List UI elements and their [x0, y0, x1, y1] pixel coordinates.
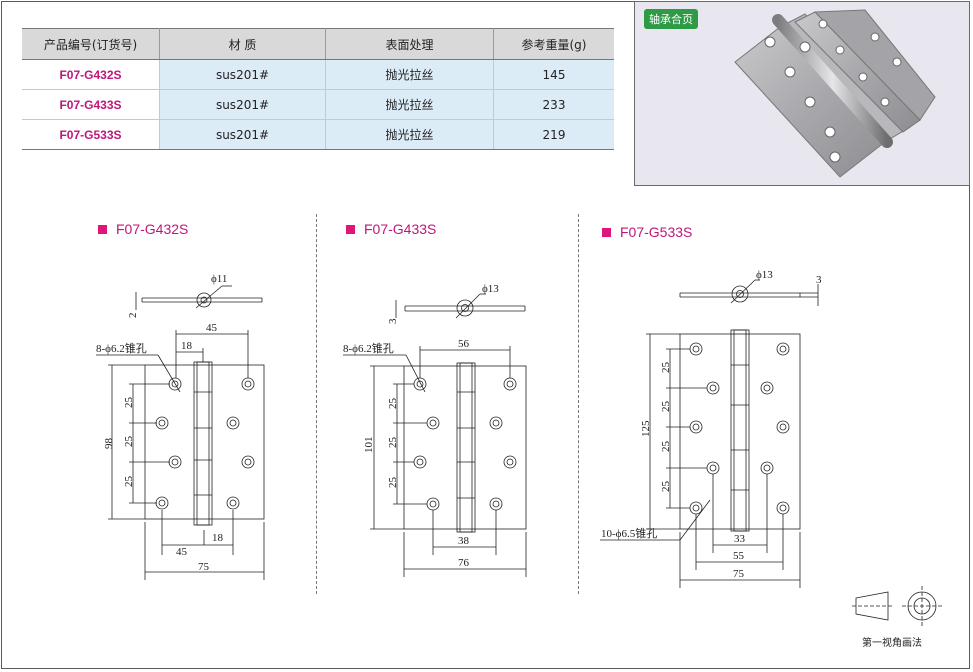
dim-pin-dia: ϕ13: [482, 283, 499, 295]
model-title-2: F07-G433S: [346, 221, 436, 237]
model-label: F07-G432S: [116, 221, 189, 237]
dim-hole-spec: 8-ϕ6.2锥孔: [96, 342, 147, 355]
dim-top-offset: 18: [181, 340, 193, 352]
photo-label: 轴承合页: [644, 9, 698, 29]
dim-top-span: 45: [206, 322, 218, 334]
cell-finish: 抛光拉丝: [325, 59, 494, 90]
cell-material: sus201#: [159, 89, 326, 120]
dim-pitch: 25: [123, 397, 135, 409]
model-title-1: F07-G432S: [98, 221, 188, 237]
table-row: F07-G433S sus201# 抛光拉丝 233: [22, 89, 614, 120]
dim-pitch: 25: [660, 481, 672, 493]
dim-height: 101: [363, 437, 375, 454]
dim-pitch: 25: [387, 477, 399, 489]
cell-code: F07-G533S: [22, 119, 160, 150]
dim-pitch: 25: [387, 437, 399, 449]
dim-pitch: 25: [123, 476, 135, 488]
cell-weight: 145: [493, 59, 614, 90]
header-weight: 参考重量(g): [493, 28, 614, 60]
header-material: 材 质: [159, 28, 326, 60]
divider: [578, 214, 579, 594]
cell-material: sus201#: [159, 59, 326, 90]
divider: [316, 214, 317, 594]
drawing-3: [600, 279, 819, 588]
projection-label: 第一视角画法: [862, 638, 922, 649]
dim-top-span: 56: [458, 338, 470, 350]
dim-height: 125: [640, 420, 652, 437]
bullet-square-icon: [346, 225, 355, 234]
product-photo: 轴承合页: [634, 1, 970, 186]
dim-bottom-offset: 18: [212, 532, 224, 544]
cell-finish: 抛光拉丝: [325, 89, 494, 120]
dim-pin-dia: ϕ11: [211, 273, 227, 285]
hinge-photo-illustration: [734, 9, 936, 178]
bullet-square-icon: [98, 225, 107, 234]
dim-pitch: 25: [387, 398, 399, 410]
cell-weight: 219: [493, 119, 614, 150]
dim-hole-spec: 10-ϕ6.5锥孔: [601, 527, 657, 540]
dim-pitch: 25: [660, 441, 672, 453]
dim-span: 33: [734, 533, 746, 545]
dim-width: 75: [198, 561, 210, 573]
dim-bottom-span: 45: [176, 546, 188, 558]
table-row: F07-G432S sus201# 抛光拉丝 145: [22, 59, 614, 90]
dim-pitch: 25: [660, 362, 672, 374]
dim-hole-spec: 8-ϕ6.2锥孔: [343, 342, 394, 355]
cell-weight: 233: [493, 89, 614, 120]
model-title-3: F07-G533S: [602, 224, 692, 240]
spec-table: 产品编号(订货号) 材 质 表面处理 参考重量(g) F07-G432S sus…: [22, 28, 614, 150]
dim-width: 75: [733, 568, 745, 580]
dim-height: 98: [103, 438, 115, 450]
model-label: F07-G533S: [620, 224, 693, 240]
first-angle-projection-icon: [852, 586, 942, 626]
cell-material: sus201#: [159, 119, 326, 150]
dim-pin-dia: ϕ13: [756, 269, 773, 281]
dim-thickness: 3: [387, 318, 399, 324]
dim-width: 76: [458, 557, 470, 569]
model-label: F07-G433S: [364, 221, 437, 237]
cell-finish: 抛光拉丝: [325, 119, 494, 150]
dim-thickness: 2: [127, 313, 139, 319]
header-code: 产品编号(订货号): [22, 28, 160, 60]
bullet-square-icon: [602, 228, 611, 237]
dim-thickness: 3: [816, 274, 822, 286]
dim-pitch: 25: [123, 436, 135, 448]
table-header-row: 产品编号(订货号) 材 质 表面处理 参考重量(g): [22, 28, 614, 60]
header-finish: 表面处理: [325, 28, 494, 60]
dim-span: 55: [733, 550, 745, 562]
table-row: F07-G533S sus201# 抛光拉丝 219: [22, 119, 614, 150]
dim-pitch: 25: [660, 401, 672, 413]
dim-bottom-span: 38: [458, 535, 470, 547]
drawing-2: [343, 293, 527, 577]
cell-code: F07-G432S: [22, 59, 160, 90]
cell-code: F07-G433S: [22, 89, 160, 120]
drawing-1: [96, 285, 265, 580]
